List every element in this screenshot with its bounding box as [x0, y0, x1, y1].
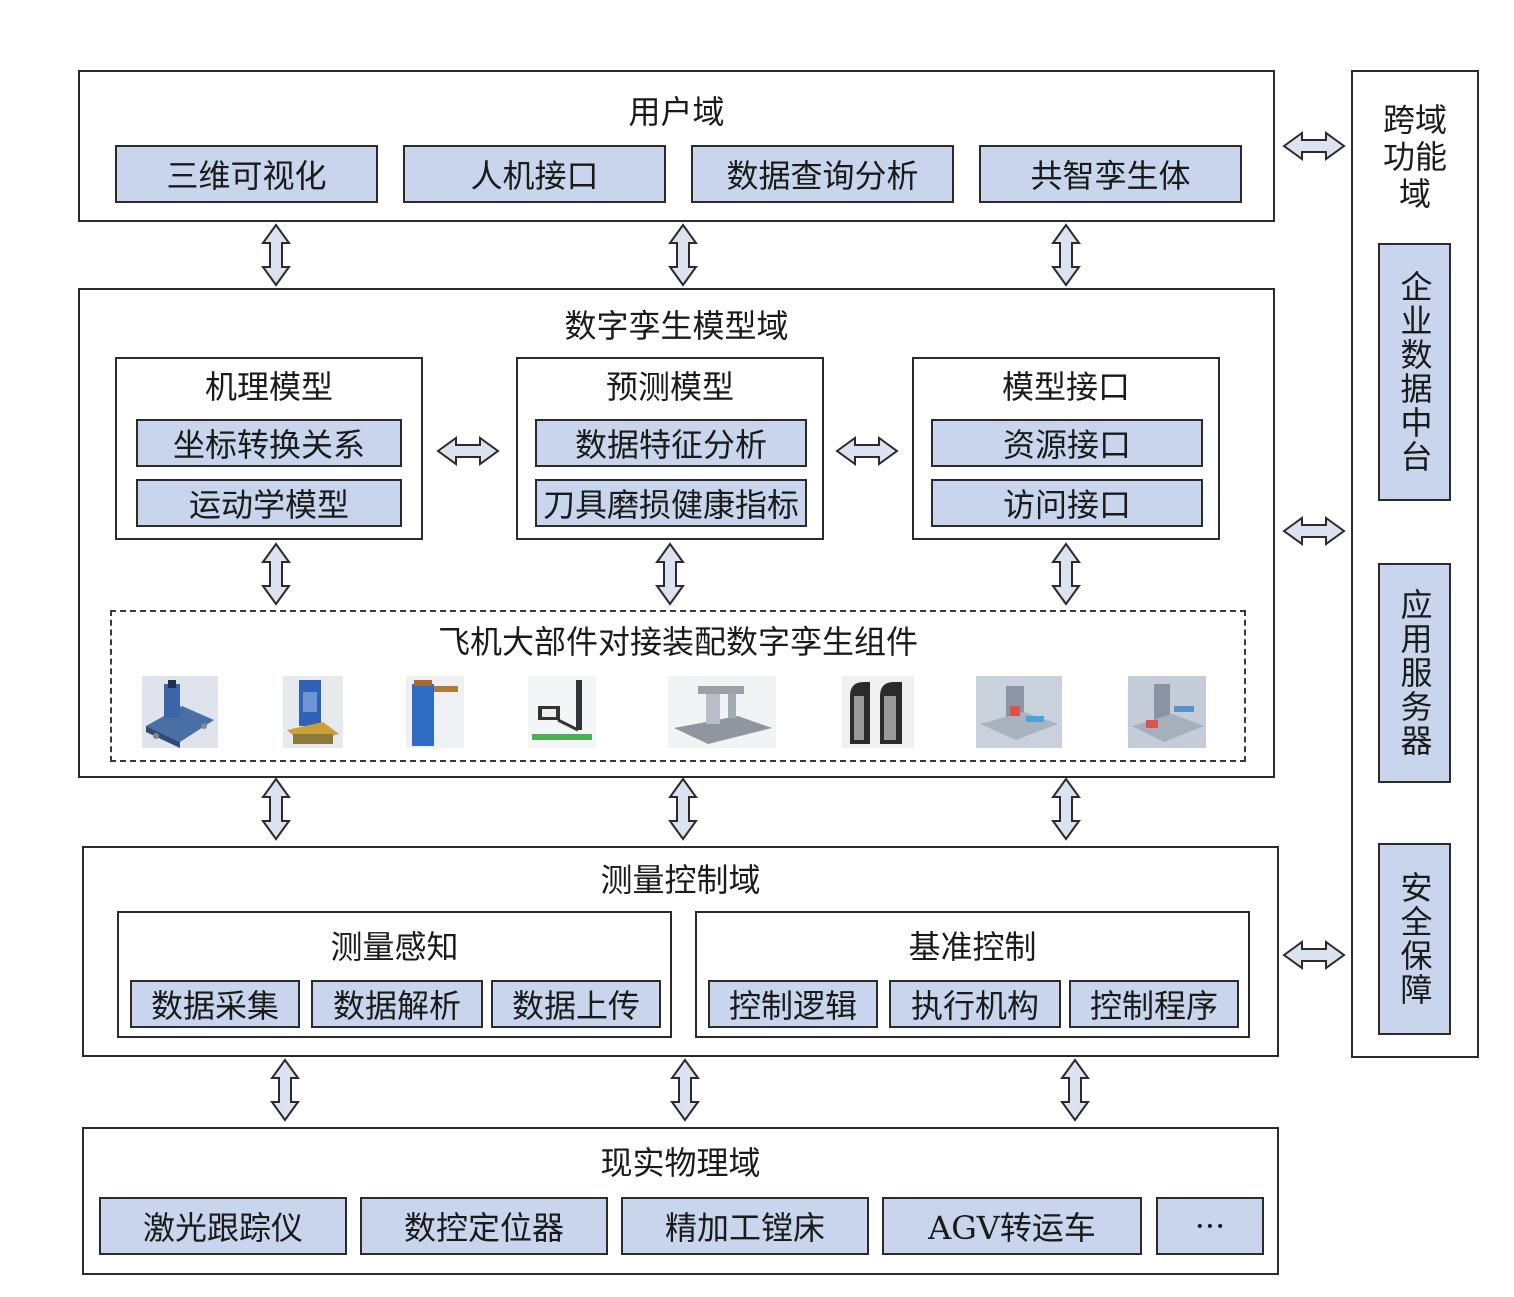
physical-item-more: ··· [1156, 1197, 1264, 1255]
physical-domain: 现实物理域 激光跟踪仪 数控定位器 精加工镗床 AGV转运车 ··· [82, 1127, 1279, 1275]
arrow-model-measure-1 [262, 778, 290, 840]
physical-item-agv: AGV转运车 [882, 1197, 1142, 1255]
user-domain-title: 用户域 [628, 93, 725, 131]
physical-item-boring-machine: 精加工镗床 [621, 1197, 869, 1255]
sensing-item-collect: 数据采集 [130, 980, 300, 1028]
interface-item-resource: 资源接口 [931, 419, 1203, 467]
user-item-data-query: 数据查询分析 [691, 145, 954, 203]
control-item-program: 控制程序 [1069, 980, 1239, 1028]
cross-item-security: 安全保障 [1378, 843, 1451, 1035]
cross-domain-title-text: 跨域功能域 [1382, 101, 1447, 213]
physical-item-nc-positioner: 数控定位器 [360, 1197, 608, 1255]
physical-domain-title: 现实物理域 [600, 1144, 761, 1182]
mechanism-item-coordinate: 坐标转换关系 [136, 419, 402, 467]
assembly-station-2-icon [1128, 676, 1206, 748]
arrow-model-measure-2 [669, 778, 697, 840]
boring-column-icon [406, 676, 464, 748]
reference-control-title: 基准控制 [908, 928, 1037, 966]
sensing-item-upload: 数据上传 [491, 980, 661, 1028]
prediction-model-title: 预测模型 [605, 368, 734, 406]
arrow-mechanism-components [262, 543, 290, 605]
cross-item-app-server: 应用服务器 [1378, 563, 1451, 783]
prediction-item-tool-wear: 刀具磨损健康指标 [535, 479, 807, 527]
positioner-machine-icon [142, 676, 218, 748]
arrow-user-model-2 [669, 224, 697, 286]
arrow-prediction-components [656, 543, 684, 605]
interface-item-access: 访问接口 [931, 479, 1203, 527]
model-domain-title: 数字孪生模型域 [564, 307, 789, 345]
user-item-3d-visualization: 三维可视化 [115, 145, 378, 203]
model-interface-panel: 模型接口 资源接口 访问接口 [912, 357, 1220, 540]
laser-tracker-icon [528, 676, 596, 748]
arrow-prediction-interface [836, 437, 898, 465]
cross-item-data-platform: 企业数据中台 [1378, 243, 1451, 501]
arrow-model-measure-3 [1052, 778, 1080, 840]
user-item-twin-agent: 共智孪生体 [979, 145, 1242, 203]
prediction-model-panel: 预测模型 数据特征分析 刀具磨损健康指标 [516, 357, 824, 540]
positioner-column-icon [283, 676, 343, 748]
arrow-measure-cross [1283, 941, 1345, 969]
twin-components-panel: 飞机大部件对接装配数字孪生组件 [110, 610, 1246, 762]
twin-components-title: 飞机大部件对接装配数字孪生组件 [437, 623, 918, 661]
arrow-interface-components [1052, 543, 1080, 605]
model-interface-title: 模型接口 [1001, 368, 1130, 406]
arrow-user-model-3 [1052, 224, 1080, 286]
arrow-measure-physical-3 [1061, 1059, 1089, 1121]
arrow-measure-physical-2 [671, 1059, 699, 1121]
sensing-title: 测量感知 [330, 928, 459, 966]
cross-domain-title: 跨域功能域 [1353, 102, 1477, 213]
user-item-hmi: 人机接口 [403, 145, 666, 203]
sensing-panel: 测量感知 数据采集 数据解析 数据上传 [117, 911, 672, 1038]
arrow-model-cross [1283, 517, 1345, 545]
control-item-actuator: 执行机构 [889, 980, 1061, 1028]
assembly-station-icon [976, 676, 1062, 748]
arrow-mechanism-prediction [437, 437, 499, 465]
mechanism-item-kinematics: 运动学模型 [136, 479, 402, 527]
mechanism-model-panel: 机理模型 坐标转换关系 运动学模型 [115, 357, 423, 540]
mechanism-model-title: 机理模型 [204, 368, 333, 406]
measure-control-title: 测量控制域 [600, 861, 761, 899]
reference-control-panel: 基准控制 控制逻辑 执行机构 控制程序 [695, 911, 1250, 1038]
prediction-item-features: 数据特征分析 [535, 419, 807, 467]
physical-item-laser-tracker: 激光跟踪仪 [99, 1197, 347, 1255]
agv-fixture-icon [842, 676, 914, 748]
user-domain: 用户域 三维可视化 人机接口 数据查询分析 共智孪生体 [78, 70, 1275, 222]
arrow-user-cross [1283, 132, 1345, 160]
sensing-item-parse: 数据解析 [311, 980, 483, 1028]
gantry-machine-icon [668, 676, 776, 748]
arrow-measure-physical-1 [271, 1059, 299, 1121]
control-item-logic: 控制逻辑 [708, 980, 878, 1028]
arrow-user-model-1 [262, 224, 290, 286]
